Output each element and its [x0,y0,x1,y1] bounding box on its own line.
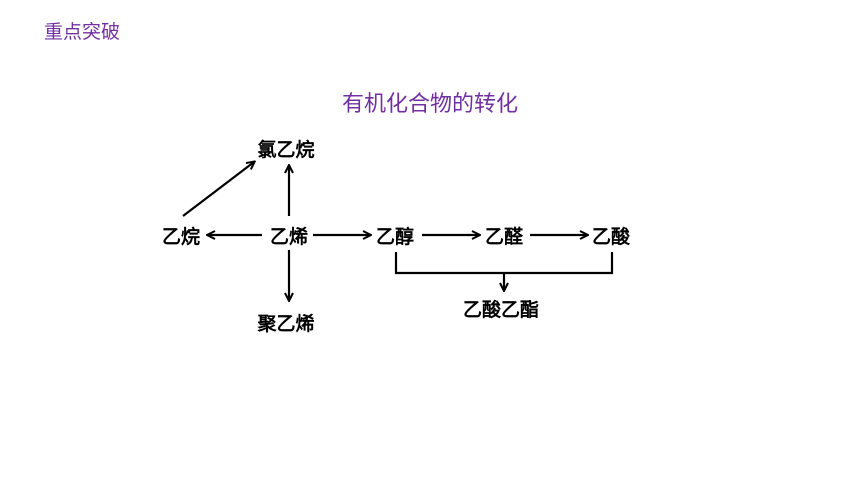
diagram-title: 有机化合物的转化 [341,92,518,117]
node-acetic-acid: 乙酸 [592,225,631,248]
node-acetaldehyde: 乙醛 [485,225,524,248]
node-ethane: 乙烷 [162,225,200,248]
section-tag: 重点突破 [44,21,121,43]
node-ethyl-acetate: 乙酸乙酯 [463,298,539,321]
node-ethanol: 乙醇 [376,225,414,248]
node-ethylene: 乙烯 [270,225,308,248]
node-polyethylene: 聚乙烯 [256,312,314,335]
edge-ethane-to-chloroethane [182,162,254,217]
edge-bracket-ethanol-acetic-acid [394,252,614,275]
node-chloroethane: 氯乙烷 [257,138,314,161]
